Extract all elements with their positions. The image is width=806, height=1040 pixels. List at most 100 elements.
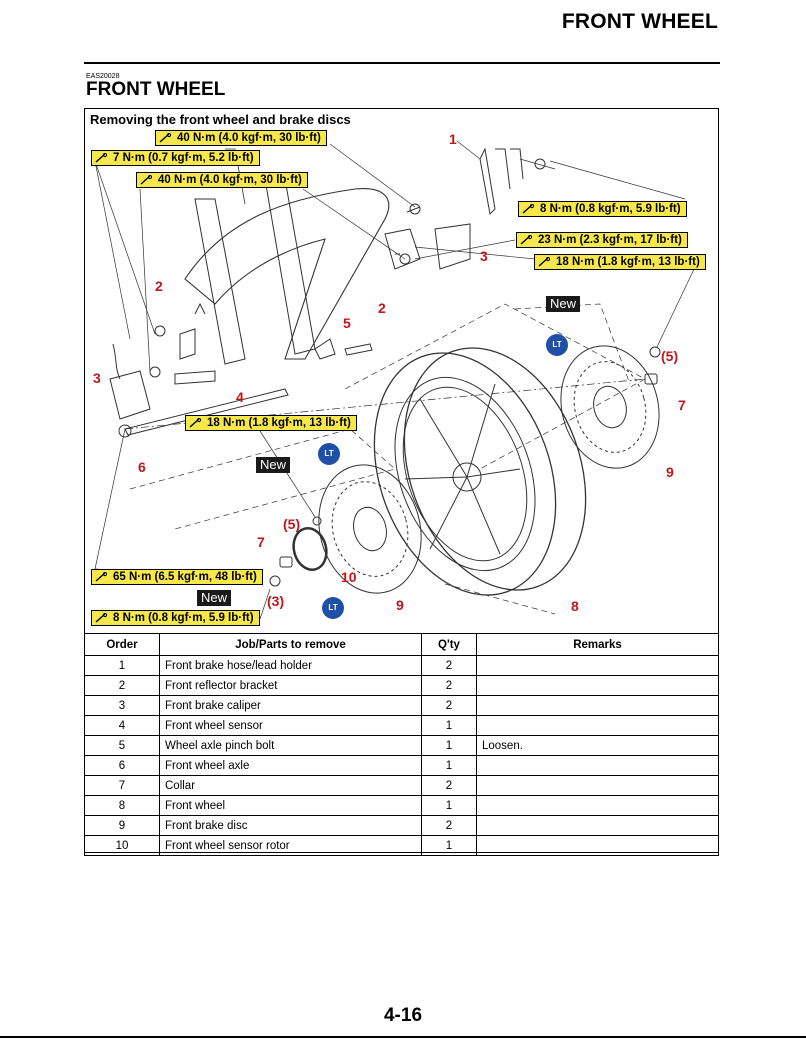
torque-value: 18 N·m (1.8 kgf·m, 13 lb·ft) <box>207 417 351 429</box>
callout-number: 3 <box>480 248 488 264</box>
torque-wrench-icon <box>95 613 107 623</box>
locking-agent-icon: LT <box>546 334 568 356</box>
new-part-tag: New <box>197 590 232 606</box>
remarks-cell <box>476 775 719 796</box>
torque-callout: 23 N·m (2.3 kgf·m, 17 lb·ft) <box>516 232 688 248</box>
torque-callout: 7 N·m (0.7 kgf·m, 5.2 lb·ft) <box>91 150 260 166</box>
torque-wrench-icon <box>522 204 534 214</box>
callout-number: 4 <box>236 389 244 405</box>
callout-number: 6 <box>138 459 146 475</box>
torque-callout: 18 N·m (1.8 kgf·m, 13 lb·ft) <box>534 254 706 270</box>
order-cell: 5 <box>84 735 160 756</box>
torque-wrench-icon <box>95 572 107 582</box>
callout-number: (5) <box>661 348 679 364</box>
callout-number: 9 <box>666 464 674 480</box>
torque-value: 40 N·m (4.0 kgf·m, 30 lb·ft) <box>177 132 321 144</box>
order-cell: 9 <box>84 815 160 836</box>
part-cell: Front brake hose/lead holder <box>159 655 422 676</box>
torque-value: 40 N·m (4.0 kgf·m, 30 lb·ft) <box>158 174 302 186</box>
remarks-cell <box>476 835 719 856</box>
part-cell: Front wheel sensor <box>159 715 422 736</box>
torque-callout: 18 N·m (1.8 kgf·m, 13 lb·ft) <box>185 415 357 431</box>
callout-number: 8 <box>571 598 579 614</box>
torque-callout: 8 N·m (0.8 kgf·m, 5.9 lb·ft) <box>91 610 260 626</box>
qty-cell: 1 <box>421 755 477 776</box>
remarks-cell <box>476 755 719 776</box>
order-cell: 3 <box>84 695 160 716</box>
torque-value: 8 N·m (0.8 kgf·m, 5.9 lb·ft) <box>113 612 254 624</box>
torque-callout: 65 N·m (6.5 kgf·m, 48 lb·ft) <box>91 569 263 585</box>
remarks-cell: Loosen. <box>476 735 719 756</box>
callout-number: (5) <box>283 516 301 532</box>
callout-number: 2 <box>155 278 163 294</box>
torque-wrench-icon <box>159 133 171 143</box>
order-cell: 6 <box>84 755 160 776</box>
callout-number: 9 <box>396 597 404 613</box>
order-cell: 8 <box>84 795 160 816</box>
qty-cell: 2 <box>421 815 477 836</box>
part-cell: Front brake disc <box>159 815 422 836</box>
order-cell: 4 <box>84 715 160 736</box>
callout-number: 7 <box>678 397 686 413</box>
remarks-cell <box>476 795 719 816</box>
column-header: Q'ty <box>421 633 477 656</box>
callout-number: 2 <box>378 300 386 316</box>
torque-wrench-icon <box>538 257 550 267</box>
torque-callout: 40 N·m (4.0 kgf·m, 30 lb·ft) <box>136 172 308 188</box>
torque-value: 18 N·m (1.8 kgf·m, 13 lb·ft) <box>556 256 700 268</box>
column-header: Remarks <box>476 633 719 656</box>
qty-cell: 2 <box>421 655 477 676</box>
header-rule <box>84 62 720 64</box>
qty-cell: 2 <box>421 775 477 796</box>
callout-number: 1 <box>449 131 457 147</box>
torque-wrench-icon <box>520 235 532 245</box>
qty-cell: 1 <box>421 715 477 736</box>
torque-wrench-icon <box>189 418 201 428</box>
callout-number: 7 <box>257 534 265 550</box>
remarks-cell <box>476 815 719 836</box>
torque-wrench-icon <box>95 153 107 163</box>
locking-agent-icon: LT <box>318 443 340 465</box>
torque-callout: 40 N·m (4.0 kgf·m, 30 lb·ft) <box>155 130 327 146</box>
parts-table: Order Job/Parts to remove Q'ty Remarks 1… <box>84 633 719 856</box>
torque-value: 65 N·m (6.5 kgf·m, 48 lb·ft) <box>113 571 257 583</box>
footer-rule <box>0 1036 806 1038</box>
part-cell: Front wheel sensor rotor <box>159 835 422 856</box>
torque-wrench-icon <box>140 175 152 185</box>
order-cell: 2 <box>84 675 160 696</box>
qty-cell: 1 <box>421 735 477 756</box>
part-cell: Front wheel axle <box>159 755 422 776</box>
torque-callout: 8 N·m (0.8 kgf·m, 5.9 lb·ft) <box>518 201 687 217</box>
section-title: FRONT WHEEL <box>86 79 226 100</box>
page-number: 4-16 <box>383 1005 423 1026</box>
column-header: Job/Parts to remove <box>159 633 422 656</box>
locking-agent-icon: LT <box>322 597 344 619</box>
remarks-cell <box>476 695 719 716</box>
exploded-view-drawing <box>94 140 696 620</box>
qty-cell: 1 <box>421 795 477 816</box>
new-part-tag: New <box>256 457 291 473</box>
torque-value: 7 N·m (0.7 kgf·m, 5.2 lb·ft) <box>113 152 254 164</box>
diagram-title: Removing the front wheel and brake discs <box>90 112 351 127</box>
callout-number: (3) <box>267 593 285 609</box>
table-header-row: Order Job/Parts to remove Q'ty Remarks <box>84 633 719 656</box>
column-header: Order <box>84 633 160 656</box>
order-cell: 1 <box>84 655 160 676</box>
part-cell: Front brake caliper <box>159 695 422 716</box>
remarks-cell <box>476 715 719 736</box>
torque-value: 8 N·m (0.8 kgf·m, 5.9 lb·ft) <box>540 203 681 215</box>
qty-cell: 2 <box>421 675 477 696</box>
section-code: EAS20028 <box>86 73 120 80</box>
torque-value: 23 N·m (2.3 kgf·m, 17 lb·ft) <box>538 234 682 246</box>
callout-number: 5 <box>343 315 351 331</box>
